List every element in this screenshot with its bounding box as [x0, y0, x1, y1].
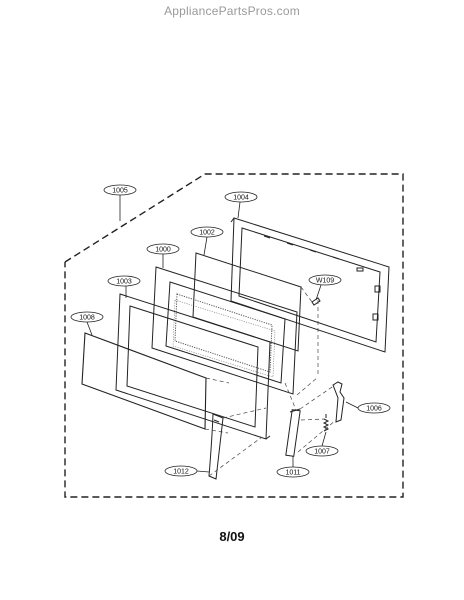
- callout-1008: 1008: [70, 311, 104, 323]
- part-spring: [322, 414, 330, 432]
- part-door-handle: [208, 413, 224, 480]
- callout-1012: 1012: [164, 465, 198, 477]
- callout-1006: 1006: [357, 402, 391, 414]
- page-footer-date: 8/09: [219, 529, 245, 544]
- callout-1011: 1011: [276, 466, 310, 478]
- callout-label: 1006: [366, 406, 382, 413]
- part-screen: [192, 252, 302, 352]
- part-inner-frame: [151, 266, 298, 395]
- callout-W109: W109: [308, 274, 342, 286]
- callout-label: 1007: [314, 449, 330, 456]
- callout-1000: 1000: [146, 243, 180, 255]
- callout-label: 1004: [233, 195, 249, 202]
- callout-label: W109: [316, 278, 334, 285]
- callout-label: 1012: [173, 469, 189, 476]
- callout-label: 1008: [79, 315, 95, 322]
- part-back-frame: [230, 217, 390, 353]
- assembly-guide-lines: [204, 286, 337, 477]
- callout-label: 1003: [116, 279, 132, 286]
- part-front-glass: [81, 332, 207, 430]
- callout-leaders: [86, 194, 359, 473]
- callout-label: 1005: [112, 188, 128, 195]
- callout-label: 1002: [199, 230, 215, 237]
- callout-1005: 1005: [103, 184, 137, 196]
- part-door-panel: [115, 293, 271, 440]
- part-latch-lever: [332, 381, 345, 423]
- callout-1002: 1002: [190, 226, 224, 238]
- callout-1004: 1004: [224, 191, 258, 203]
- assembly-boundary: [64, 173, 404, 498]
- callout-label: 1000: [155, 247, 171, 254]
- callout-1003: 1003: [107, 275, 141, 287]
- part-latch-hook: [285, 408, 301, 457]
- watermark-text: AppliancePartsPros.com: [164, 4, 300, 18]
- callout-1007: 1007: [305, 445, 339, 457]
- callout-label: 1011: [285, 470, 300, 477]
